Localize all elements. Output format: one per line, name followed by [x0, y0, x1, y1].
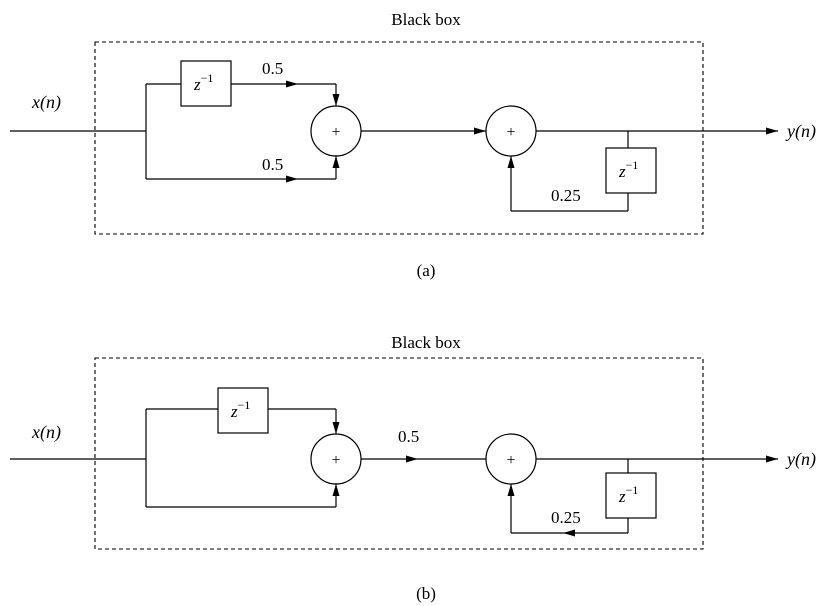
diagram-a: Black box x(n) z−1 0.5 0.5 + + y(n): [10, 10, 816, 280]
coef-mid: 0.5: [398, 427, 419, 446]
delay-exponent: −1: [238, 398, 251, 412]
black-box-title: Black box: [391, 10, 461, 29]
delay-block-top-label: z−1: [230, 398, 250, 421]
input-label: x(n): [31, 92, 61, 113]
arrow-icon: [286, 175, 298, 183]
caption: (a): [417, 261, 436, 280]
coef-feedback: 0.25: [551, 508, 581, 527]
sum-junction-2-sign: +: [506, 452, 515, 469]
delay-exponent: −1: [626, 158, 639, 172]
arrow-left-icon: [563, 529, 575, 537]
sum-junction-2-sign: +: [506, 124, 515, 141]
sum-junction-1-sign: +: [331, 452, 340, 469]
delay-z: z: [193, 75, 201, 94]
diagram-b: Black box x(n) z−1 + 0.5 + y(n): [10, 333, 816, 603]
delay-z: z: [230, 402, 238, 421]
delay-block-feedback: [605, 147, 657, 194]
black-box-boundary: [94, 41, 704, 235]
delay-z: z: [618, 162, 626, 181]
delay-block-top: [217, 387, 269, 434]
sum-junction-1-sign: +: [331, 124, 340, 141]
arrow-down-icon: [332, 94, 340, 106]
delay-exponent: −1: [201, 71, 214, 85]
arrow-icon: [474, 127, 486, 135]
caption: (b): [416, 584, 436, 603]
delay-block-feedback-label: z−1: [618, 158, 638, 181]
input-label: x(n): [31, 422, 61, 443]
delay-block-feedback: [605, 472, 657, 519]
output-label: y(n): [785, 121, 816, 142]
output-label: y(n): [785, 449, 816, 470]
coef-top: 0.5: [262, 59, 283, 78]
coef-bottom: 0.5: [262, 155, 283, 174]
arrow-icon: [766, 455, 778, 463]
arrow-up-icon: [507, 156, 515, 168]
delay-block-top-label: z−1: [193, 71, 213, 94]
delay-z: z: [618, 487, 626, 506]
arrow-up-icon: [332, 156, 340, 168]
coef-feedback: 0.25: [551, 186, 581, 205]
black-box-boundary: [94, 357, 704, 550]
arrow-icon: [766, 127, 778, 135]
arrow-up-icon: [332, 484, 340, 496]
delay-exponent: −1: [626, 483, 639, 497]
arrow-up-icon: [507, 484, 515, 496]
black-box-title: Black box: [391, 333, 461, 352]
arrow-icon: [286, 80, 298, 88]
arrow-down-icon: [332, 422, 340, 434]
delay-block-feedback-label: z−1: [618, 483, 638, 506]
arrow-icon: [406, 455, 418, 463]
